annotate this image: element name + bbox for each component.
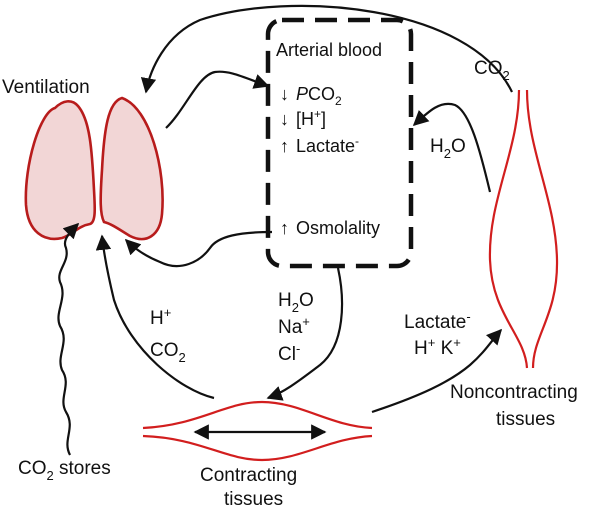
lactate-right-label: Lactate- xyxy=(404,309,471,333)
hplus-down-arrow: ↓ xyxy=(280,109,289,129)
pco2-down-arrow: ↓ xyxy=(280,84,289,104)
right-lung xyxy=(99,96,164,241)
co2-left-label: CO2 xyxy=(150,340,186,365)
noncontracting-tissue-outline-right xyxy=(525,89,559,369)
h2o-right-label: H2O xyxy=(430,136,466,161)
co2-top-label: CO2 xyxy=(474,58,510,83)
arrow-noncontracting-to-ventilation-co2 xyxy=(140,4,513,94)
contracting-tissue-outline-bottom xyxy=(142,434,373,462)
osmolality-label: Osmolality xyxy=(296,218,380,238)
arrow-noncontracting-h2o-to-arterial xyxy=(412,102,492,193)
noncontracting-tissue-outline-left xyxy=(488,89,529,369)
na-plus-label: Na+ xyxy=(278,314,310,338)
lactate-arterial-label: Lactate- xyxy=(296,134,359,156)
arrow-contracting-to-noncontracting xyxy=(371,328,503,414)
arrow-arterial-to-contracting xyxy=(266,267,344,401)
noncontracting-tissues-label-line1: Noncontracting xyxy=(450,382,578,403)
h-plus-left-label: H+ xyxy=(150,305,171,329)
arrow-osmolality-to-lungs xyxy=(124,230,273,268)
contracting-tissues-label-line2: tissues xyxy=(224,489,283,509)
cl-minus-label: Cl- xyxy=(278,341,300,365)
hplus-label: [H+] xyxy=(296,107,326,129)
arrow-lungs-to-arterial-blood xyxy=(165,70,270,129)
contracting-tissue-outline-top xyxy=(142,400,373,430)
pco2-label: PCO2 xyxy=(296,84,342,108)
ventilation-label: Ventilation xyxy=(2,77,90,98)
arterial-blood-box xyxy=(265,17,414,269)
co2-stores-label: CO2 stores xyxy=(18,458,111,483)
arrow-contracting-to-lungs xyxy=(95,234,215,400)
lactate-up-arrow: ↑ xyxy=(280,136,289,156)
arterial-blood-title: Arterial blood xyxy=(276,40,382,60)
left-lung xyxy=(24,100,97,241)
co2-stores-wavy-line xyxy=(57,222,80,456)
contracting-tissues-label-line1: Contracting xyxy=(200,465,297,486)
noncontracting-tissues-label-line2: tissues xyxy=(496,409,555,430)
h2o-mid-label: H2O xyxy=(278,290,314,315)
osmolality-up-arrow: ↑ xyxy=(280,218,289,238)
h-k-right-label: H+ K+ xyxy=(414,335,461,359)
